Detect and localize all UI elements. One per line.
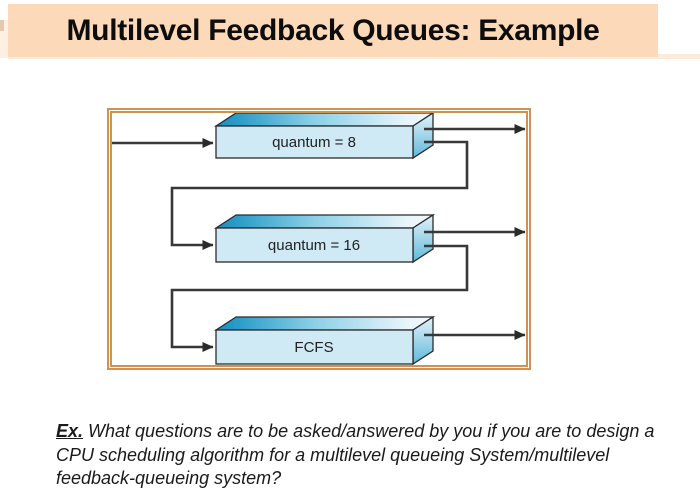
title-bar: Multilevel Feedback Queues: Example bbox=[8, 4, 658, 57]
example-note: Ex. What questions are to be asked/answe… bbox=[56, 420, 684, 491]
queue-box-3-top-face bbox=[213, 316, 436, 331]
queue-box-1-top-face bbox=[213, 113, 435, 127]
queue-box-2-front-face bbox=[215, 227, 414, 263]
queue-box-1: quantum = 8 bbox=[213, 113, 435, 160]
feedback-path-queue-1-to-2 bbox=[170, 140, 469, 250]
queue-box-3: FCFS bbox=[213, 315, 436, 365]
title-left-mark bbox=[0, 20, 4, 31]
queue-box-3-label: FCFS bbox=[294, 339, 333, 356]
queue-box-2-top-face bbox=[213, 214, 436, 229]
queue-box-1-front-face bbox=[215, 125, 414, 159]
mlfq-diagram-frame: quantum = 8 quantum = 16 FCFS bbox=[107, 108, 531, 370]
feedback-path-queue-2-to-3 bbox=[170, 244, 469, 352]
page-title: Multilevel Feedback Queues: Example bbox=[66, 13, 600, 47]
queue-box-3-front-face bbox=[215, 329, 414, 365]
example-note-body: What questions are to be asked/answered … bbox=[56, 421, 655, 488]
queue-box-2: quantum = 16 bbox=[213, 213, 436, 264]
example-note-prefix: Ex. bbox=[56, 421, 84, 441]
mlfq-diagram: quantum = 8 quantum = 16 FCFS bbox=[112, 113, 526, 365]
queue-box-1-label: quantum = 8 bbox=[272, 134, 356, 151]
queue-box-2-label: quantum = 16 bbox=[268, 237, 360, 254]
title-left-notch bbox=[0, 20, 9, 58]
